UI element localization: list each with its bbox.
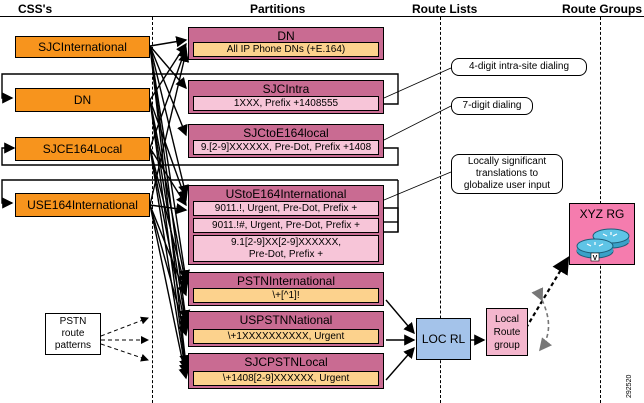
partition-title: SJCPSTNLocal xyxy=(244,355,328,369)
partition-ustoe164international: UStoE164International 9011.!, Urgent, Pr… xyxy=(188,185,384,265)
css-box-use164international: USE164International xyxy=(15,193,150,217)
pstn-line: PSTN xyxy=(59,316,87,327)
pstn-route-patterns-label: PSTN route patterns xyxy=(45,313,101,355)
pattern-entry: \+1XXXXXXXXXX, Urgent xyxy=(193,329,379,344)
route-group-xyz: XYZ RG V xyxy=(569,203,635,265)
header-css: CSS's xyxy=(18,2,53,16)
pattern-entry: 9011.!, Urgent, Pre-Dot, Prefix + xyxy=(193,201,379,216)
partition-title: USPSTNNational xyxy=(239,313,333,327)
partition-title: SJCIntra xyxy=(262,82,310,96)
router-icon: V xyxy=(576,228,630,262)
local-route-group: Local Route group xyxy=(486,308,528,356)
route-list-loc-rl: LOC RL xyxy=(416,318,471,360)
partition-title: DN xyxy=(277,29,295,43)
header-route-lists: Route Lists xyxy=(412,2,478,16)
pstn-line: patterns xyxy=(54,340,92,351)
css-box-sjcinternational: SJCInternational xyxy=(15,36,150,58)
callout-intra-site: 4-digit intra-site dialing xyxy=(451,58,587,76)
partition-title: UStoE164International xyxy=(225,187,347,201)
lrg-line: group xyxy=(494,339,520,351)
partition-sjcintra: SJCIntra 1XXX, Prefix +1408555 xyxy=(188,80,384,114)
pattern-entry: \+1408[2-9]XXXXXX, Urgent xyxy=(193,371,379,386)
header-rule xyxy=(0,16,644,17)
column-divider xyxy=(440,17,441,403)
route-group-label: XYZ RG xyxy=(579,207,625,221)
callout-line: globalize user input xyxy=(463,180,551,191)
pattern-entry: \+[^1]! xyxy=(193,288,379,303)
partition-dn: DN All IP Phone DNs (+E.164) xyxy=(188,27,384,60)
pattern-entry-line: Pre-Dot, Prefix + xyxy=(248,248,324,260)
pattern-entry: 9.1[2-9]XX[2-9]XXXXXX, Pre-Dot, Prefix + xyxy=(193,235,379,262)
callout-seven-digit: 7-digit dialing xyxy=(451,97,533,115)
callout-line: translations to xyxy=(475,168,539,179)
pstn-line: route xyxy=(61,328,85,339)
partition-pstninternational: PSTNInternational \+[^1]! xyxy=(188,272,384,306)
css-box-dn: DN xyxy=(15,88,150,112)
pattern-entry: All IP Phone DNs (+E.164) xyxy=(193,42,379,57)
partition-sjcpstnlocal: SJCPSTNLocal \+1408[2-9]XXXXXX, Urgent xyxy=(188,353,384,389)
lrg-line: Route xyxy=(493,326,521,338)
pattern-entry-line: 9.1[2-9]XX[2-9]XXXXXX, xyxy=(230,236,342,248)
header-partitions: Partitions xyxy=(250,2,306,16)
figure-id: 292520 xyxy=(626,374,633,398)
router-badge: V xyxy=(593,255,598,262)
pattern-entry: 9011.!#, Urgent, Pre-Dot, Prefix + xyxy=(193,218,379,233)
header-route-groups: Route Groups xyxy=(562,2,642,16)
partition-title: PSTNInternational xyxy=(236,274,336,288)
pattern-entry: 9.[2-9]XXXXXX, Pre-Dot, Prefix +1408 xyxy=(193,140,379,155)
lrg-line: Local xyxy=(495,313,519,325)
css-box-sjce164local: SJCE164Local xyxy=(15,137,150,161)
partition-uspstnnational: USPSTNNational \+1XXXXXXXXXX, Urgent xyxy=(188,311,384,347)
partition-sjctoe164local: SJCtoE164local 9.[2-9]XXXXXX, Pre-Dot, P… xyxy=(188,124,384,158)
callout-local-translations: Locally significant translations to glob… xyxy=(451,154,563,194)
pattern-entry: 1XXX, Prefix +1408555 xyxy=(193,96,379,111)
callout-line: Locally significant xyxy=(467,156,547,167)
partition-title: SJCtoE164local xyxy=(243,126,329,140)
